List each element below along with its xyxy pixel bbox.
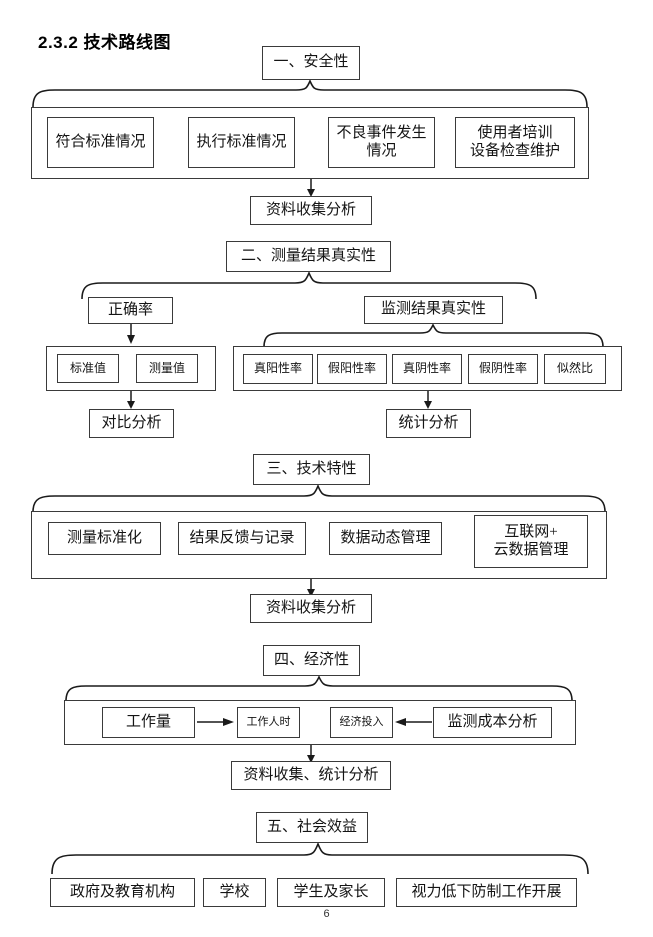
section3-item-3: 数据动态管理 [329, 522, 442, 555]
section1-item-2: 执行标准情况 [188, 117, 295, 168]
section2-right-item-2: 假阳性率 [317, 354, 387, 384]
section3-brace [32, 485, 606, 513]
section5-brace [51, 843, 589, 875]
section1-item-3: 不良事件发生 情况 [328, 117, 435, 168]
section3-result-box: 资料收集分析 [250, 594, 372, 623]
section1-header-box: 一、安全性 [262, 46, 360, 80]
section4-item-3: 经济投入 [330, 707, 393, 738]
section2-right-item-5: 似然比 [544, 354, 606, 384]
section2-left-result-box: 对比分析 [89, 409, 174, 438]
section2-left-item-2: 测量值 [136, 354, 198, 383]
section2-header-box: 二、测量结果真实性 [226, 241, 391, 272]
section5-item-3: 学生及家长 [277, 878, 385, 907]
section2-left-arrow-down [127, 324, 135, 344]
section3-item-4: 互联网+ 云数据管理 [474, 515, 588, 568]
section3-item-2: 结果反馈与记录 [178, 522, 306, 555]
section2-left-item-1: 标准值 [57, 354, 119, 383]
section2-right-item-1: 真阳性率 [243, 354, 313, 384]
section5-item-2: 学校 [203, 878, 266, 907]
section4-item-4: 监测成本分析 [433, 707, 552, 738]
section2-right-item-3: 真阴性率 [392, 354, 462, 384]
section5-header-box: 五、社会效益 [256, 812, 368, 843]
section2-left-header-box: 正确率 [88, 297, 173, 324]
section4-item-2: 工作人时 [237, 707, 300, 738]
section2-right-result-box: 统计分析 [386, 409, 471, 438]
section2-right-result-arrow [424, 391, 432, 409]
section1-result-box: 资料收集分析 [250, 196, 372, 225]
page-title: 2.3.2 技术路线图 [38, 33, 172, 52]
section1-brace [32, 80, 588, 108]
section3-header-box: 三、技术特性 [253, 454, 370, 485]
section1-item-4: 使用者培训 设备检查维护 [455, 117, 575, 168]
section4-header-box: 四、经济性 [263, 645, 360, 676]
section2-right-header-box: 监测结果真实性 [364, 296, 503, 324]
section1-arrow-down [307, 179, 315, 197]
section4-result-box: 资料收集、统计分析 [231, 761, 391, 790]
section5-item-1: 政府及教育机构 [50, 878, 195, 907]
section2-left-result-arrow [127, 391, 135, 409]
section4-brace [65, 676, 573, 702]
page-number: 6 [323, 908, 330, 920]
section2-right-brace [263, 324, 604, 348]
section3-item-1: 测量标准化 [48, 522, 161, 555]
section1-item-1: 符合标准情况 [47, 117, 154, 168]
section5-item-4: 视力低下防制工作开展 [396, 878, 577, 907]
section2-right-item-4: 假阴性率 [468, 354, 538, 384]
section4-item-1: 工作量 [102, 707, 195, 738]
